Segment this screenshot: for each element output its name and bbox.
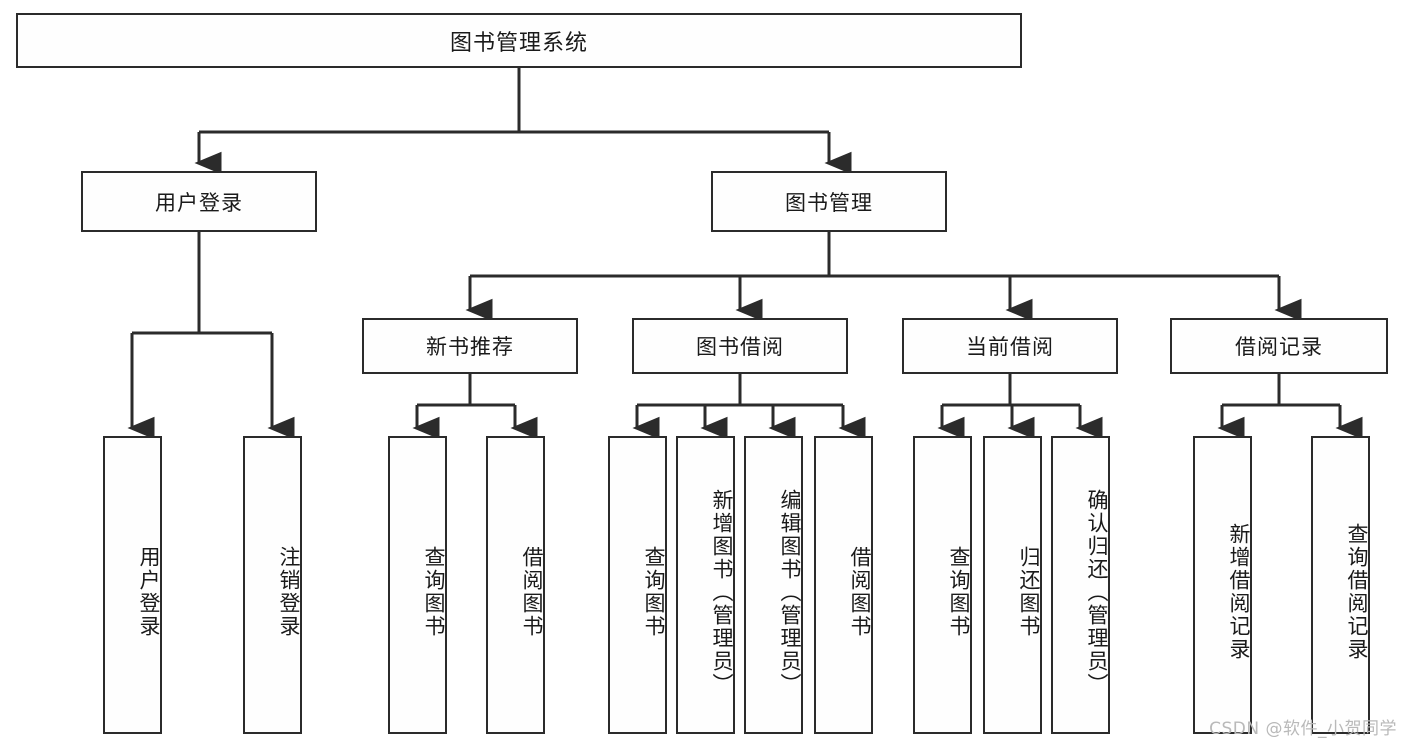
node-leaf-user-login-label: 用户登录 [137,546,161,638]
node-leaf-query-borrow-record-label: 查询借阅记录 [1345,523,1369,661]
node-borrow-record[interactable]: 借阅记录 [1170,318,1388,374]
node-current-borrow-label: 当前借阅 [966,335,1054,359]
node-leaf-borrow-book-1[interactable]: 借阅图书 [486,436,545,734]
node-leaf-confirm-return-admin-label: 确认归还（管理员） [1085,488,1109,696]
node-leaf-query-book-2[interactable]: 查询图书 [608,436,667,734]
node-book-borrow[interactable]: 图书借阅 [632,318,848,374]
node-leaf-borrow-book-1-label: 借阅图书 [520,546,544,638]
node-leaf-user-login[interactable]: 用户登录 [103,436,162,734]
node-leaf-query-book-1-label: 查询图书 [422,546,446,638]
node-root[interactable]: 图书管理系统 [16,13,1022,68]
node-leaf-borrow-book-2[interactable]: 借阅图书 [814,436,873,734]
node-leaf-add-book-admin[interactable]: 新增图书（管理员） [676,436,735,734]
node-leaf-add-borrow-record-label: 新增借阅记录 [1227,523,1251,661]
node-leaf-edit-book-admin[interactable]: 编辑图书（管理员） [744,436,803,734]
node-root-label: 图书管理系统 [449,30,588,56]
node-leaf-add-book-admin-label: 新增图书（管理员） [710,488,734,696]
node-leaf-return-book[interactable]: 归还图书 [983,436,1042,734]
node-leaf-edit-book-admin-label: 编辑图书（管理员） [778,488,802,696]
node-leaf-query-book-3-label: 查询图书 [947,546,971,638]
node-user-login-label: 用户登录 [155,190,243,215]
node-leaf-logout-login-label: 注销登录 [277,546,301,638]
node-leaf-query-book-2-label: 查询图书 [642,546,666,638]
node-leaf-borrow-book-2-label: 借阅图书 [848,546,872,638]
node-leaf-query-book-1[interactable]: 查询图书 [388,436,447,734]
node-book-borrow-label: 图书借阅 [696,335,784,359]
node-leaf-add-borrow-record[interactable]: 新增借阅记录 [1193,436,1252,734]
node-leaf-query-book-3[interactable]: 查询图书 [913,436,972,734]
node-leaf-logout-login[interactable]: 注销登录 [243,436,302,734]
node-new-book-recommend[interactable]: 新书推荐 [362,318,578,374]
node-leaf-query-borrow-record[interactable]: 查询借阅记录 [1311,436,1370,734]
node-current-borrow[interactable]: 当前借阅 [902,318,1118,374]
node-book-management-label: 图书管理 [785,190,873,215]
node-user-login[interactable]: 用户登录 [81,171,317,232]
node-leaf-return-book-label: 归还图书 [1017,546,1041,638]
node-borrow-record-label: 借阅记录 [1235,335,1323,359]
csdn-watermark: CSDN @软件_小贺同学 [1209,719,1397,739]
node-new-book-recommend-label: 新书推荐 [426,335,514,359]
node-leaf-confirm-return-admin[interactable]: 确认归还（管理员） [1051,436,1110,734]
node-book-management[interactable]: 图书管理 [711,171,947,232]
